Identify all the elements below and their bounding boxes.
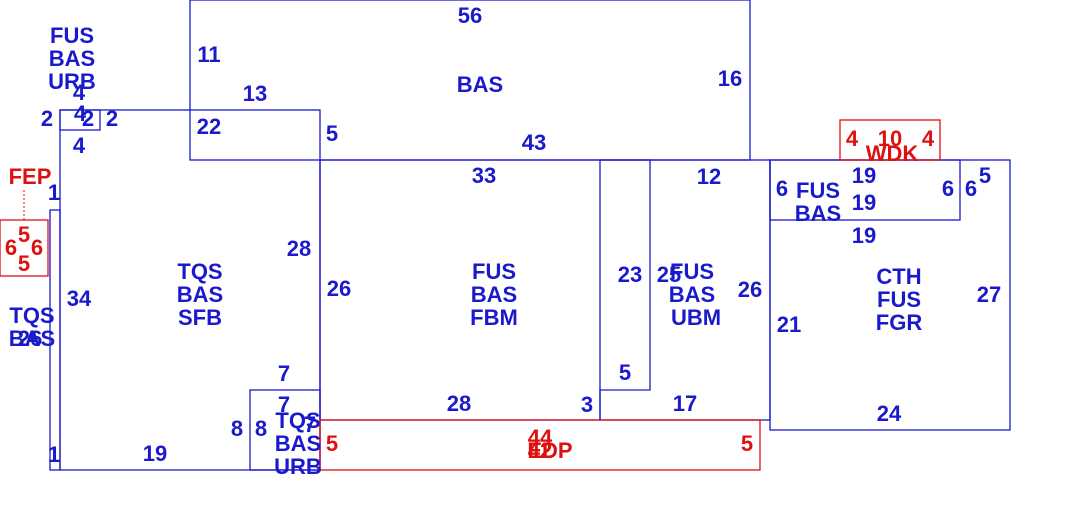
right-section-label-2: FUS <box>877 287 921 312</box>
dim-label: 5 <box>18 251 30 276</box>
dim-label: 19 <box>852 163 876 188</box>
center-section-label-2: BAS <box>471 282 517 307</box>
dim-label: 42 <box>528 438 552 463</box>
dim-label: 7 <box>278 392 290 417</box>
edp-outline <box>319 419 761 471</box>
dim-label: 19 <box>852 223 876 248</box>
dim-label: 24 <box>877 401 902 426</box>
dim-label: 12 <box>697 164 721 189</box>
top-left-stack-label-1: FUS <box>50 23 94 48</box>
chimney-outline <box>59 109 101 131</box>
dim-label: 16 <box>718 66 742 91</box>
left-section-label-3: SFB <box>178 305 222 330</box>
bottom-small-label-1: TQS <box>275 408 320 433</box>
center-section-label-1: FUS <box>472 259 516 284</box>
dim-label: 5 <box>326 431 338 456</box>
center-section-label-3: FBM <box>470 305 518 330</box>
dim-label: 11 <box>197 42 220 67</box>
upper-right-box-label-2: BAS <box>795 201 841 226</box>
wdk-outline <box>839 119 941 161</box>
dim-label: 6 <box>776 176 788 201</box>
dim-label: 4 <box>846 126 859 151</box>
dim-label: 43 <box>522 130 546 155</box>
dim-label: 28 <box>447 391 471 416</box>
dim-label: 4 <box>73 80 86 105</box>
left-section-label-2: BAS <box>177 282 223 307</box>
dim-label: 6 <box>31 235 43 260</box>
dim-label: 23 <box>618 262 642 287</box>
attached-outline <box>0 119 941 471</box>
dim-label: 5 <box>619 360 631 385</box>
dim-label: 22 <box>197 114 221 139</box>
dim-label: 5 <box>326 121 338 146</box>
mid-right-section-label-1: FUS <box>670 259 714 284</box>
dim-label: 44 <box>528 425 553 450</box>
far-left-stack-label-1: TQS <box>9 303 54 328</box>
dim-label: 1 <box>48 180 60 205</box>
dim-label: 5 <box>979 163 991 188</box>
dim-label: 8 <box>231 416 243 441</box>
dim-label: 17 <box>673 391 697 416</box>
far-left-stack-label-2: BAS <box>9 326 55 351</box>
far-left-strip-outline <box>49 209 61 471</box>
mid-right-section-label-3: UBM <box>671 305 721 330</box>
bottom-small-label-2: BAS <box>275 431 321 456</box>
dim-label: 28 <box>287 236 311 261</box>
dimension-labels: 56 11 16 13 43 33 12 22 5 2 4 2 4 2 4 1 … <box>18 3 1001 467</box>
dim-label: 2 <box>106 106 118 131</box>
dim-label: 25 <box>657 262 681 287</box>
dim-label: 5 <box>18 222 30 247</box>
fep-label: FEP <box>9 164 52 189</box>
dim-label: 13 <box>243 81 267 106</box>
dim-label: 6 <box>5 235 17 260</box>
dim-label: 4 <box>922 126 935 151</box>
dim-label: 19 <box>852 190 876 215</box>
dim-label: 7 <box>278 361 290 386</box>
dim-label: 26 <box>18 326 42 351</box>
top-left-stack-label-3: URB <box>48 69 96 94</box>
dim-label: 21 <box>777 312 801 337</box>
dim-label: 2 <box>41 106 53 131</box>
dim-label: 4 <box>73 133 86 158</box>
top-bas-label: BAS <box>457 72 503 97</box>
dim-label: 8 <box>255 416 267 441</box>
dim-label: 27 <box>977 282 1001 307</box>
dim-label: 3 <box>581 392 593 417</box>
dim-label: 2 <box>82 106 94 131</box>
right-section-label-1: CTH <box>876 264 921 289</box>
dim-label: 56 <box>458 3 482 28</box>
dim-label: 34 <box>67 286 92 311</box>
top-left-stack-label-2: BAS <box>49 46 95 71</box>
upper-right-box-label-1: FUS <box>796 178 840 203</box>
dim-label: 1 <box>48 442 60 467</box>
dim-label: 33 <box>472 163 496 188</box>
area-labels: BAS TQS BAS SFB FUS BAS FBM FUS BAS UBM … <box>9 23 923 479</box>
dim-label: 6 <box>942 176 954 201</box>
dim-label: 19 <box>143 441 167 466</box>
dim-label: 4 <box>74 101 87 126</box>
dim-label: 26 <box>738 277 762 302</box>
edp-label: EDP <box>527 438 572 463</box>
dim-label: 10 <box>878 126 902 151</box>
mid-right-section-label-2: BAS <box>669 282 715 307</box>
dim-label: 26 <box>327 276 351 301</box>
attached-dimension-labels: 4 10 4 5 6 6 5 5 44 42 5 <box>5 126 935 463</box>
right-section-label-3: FGR <box>876 310 923 335</box>
wdk-label: WDK <box>866 141 919 166</box>
dim-label: 5 <box>741 431 753 456</box>
left-section-label-1: TQS <box>177 259 222 284</box>
dim-label: 6 <box>965 176 977 201</box>
bottom-small-label-3: URB <box>274 454 322 479</box>
dim-label: 7 <box>304 412 316 437</box>
